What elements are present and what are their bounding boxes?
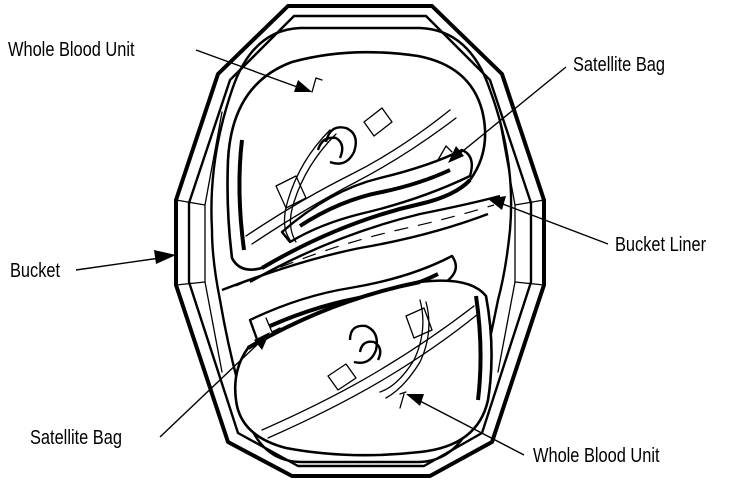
whole-blood-unit-bottom: [235, 281, 491, 456]
leader-bucket: [76, 250, 176, 270]
label-whole-blood-unit-bottom: Whole Blood Unit: [533, 443, 660, 466]
label-bucket-liner: Bucket Liner: [615, 232, 706, 255]
label-whole-blood-unit-top: Whole Blood Unit: [8, 37, 135, 60]
whole-blood-unit-top: [228, 52, 486, 269]
label-satellite-bag-bottom: Satellite Bag: [30, 425, 122, 448]
label-satellite-bag-top: Satellite Bag: [573, 52, 665, 75]
leader-bucket-liner: [488, 196, 608, 244]
label-bucket: Bucket: [10, 258, 60, 281]
